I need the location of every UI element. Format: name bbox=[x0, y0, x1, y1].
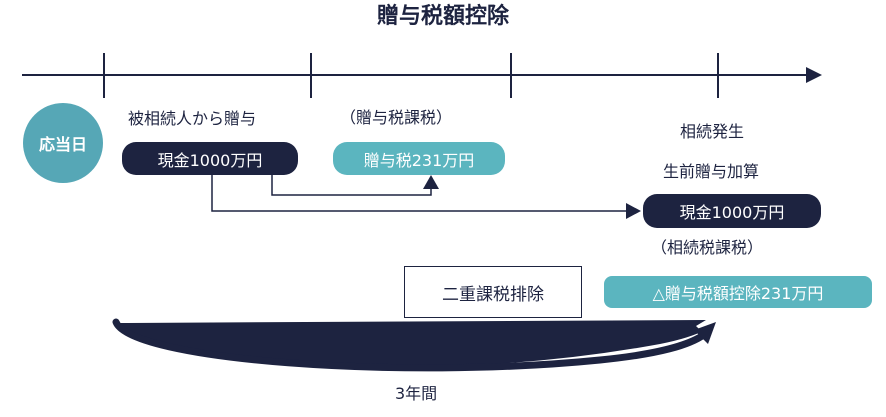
gift-tax-pill: 贈与税231万円 bbox=[333, 142, 505, 175]
three-year-curve-arrowhead bbox=[694, 322, 716, 344]
addback-connector-arrowhead bbox=[626, 203, 641, 219]
page-title: 贈与税額控除 bbox=[376, 4, 509, 29]
addback-heading: 生前贈与加算 bbox=[663, 162, 760, 181]
inheritance-tax-heading: （相続税課税） bbox=[651, 238, 764, 257]
gift-tax-heading: （贈与税課税） bbox=[340, 108, 453, 127]
addback-connector bbox=[211, 175, 628, 212]
addback-cash-pill: 現金1000万円 bbox=[643, 194, 821, 228]
double-taxation-box: 二重課税排除 bbox=[404, 266, 582, 318]
inheritance-heading: 相続発生 bbox=[680, 122, 745, 141]
gift-cash-pill: 現金1000万円 bbox=[122, 142, 298, 175]
anniversary-date-circle: 応当日 bbox=[23, 103, 103, 183]
gift-tax-connector bbox=[271, 175, 432, 196]
timeline-arrowhead bbox=[806, 67, 822, 83]
period-label: 3年間 bbox=[395, 384, 438, 403]
gift-heading: 被相続人から贈与 bbox=[128, 109, 257, 128]
gift-tax-connector-arrowhead bbox=[423, 175, 439, 189]
three-year-curve bbox=[118, 320, 710, 367]
gift-tax-credit-pill: △贈与税額控除231万円 bbox=[604, 276, 872, 308]
three-year-curve-body bbox=[112, 318, 709, 372]
